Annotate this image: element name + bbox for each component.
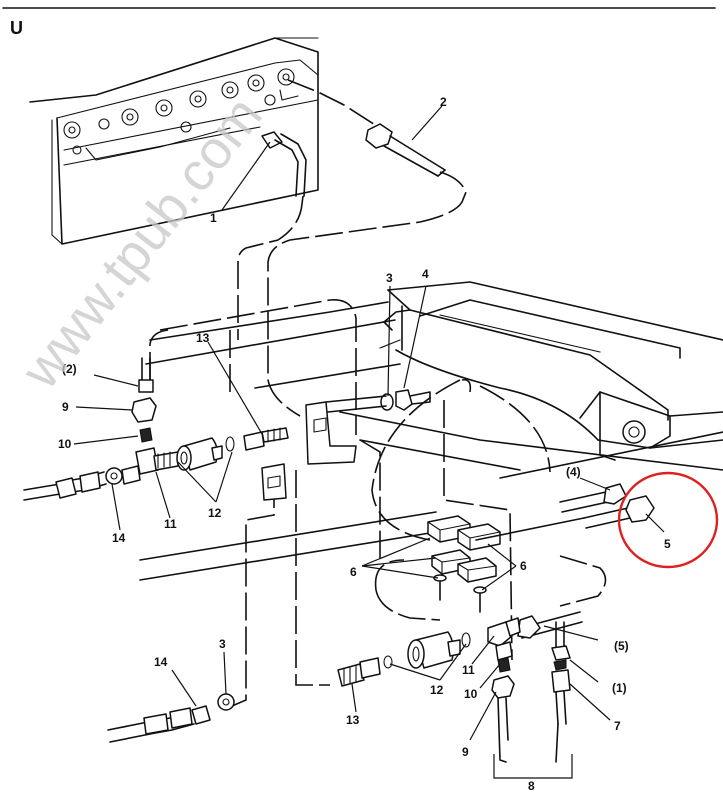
- lower-fittings: [107, 617, 573, 779]
- figure-corner-label: U: [10, 18, 23, 38]
- frame-rail: [379, 281, 723, 461]
- callout-10-lower: 10: [464, 687, 478, 701]
- engine-block: [29, 37, 319, 245]
- fitting-3-4-upper: [325, 389, 431, 413]
- callout-14-upper: 14: [112, 531, 126, 545]
- callout-4: 4: [422, 267, 429, 281]
- callout-labels: 1 2 3 4 (2) 9 10 14 11 13 12 (4) 5 6 6 (…: [58, 95, 671, 792]
- callout-14-lower: 14: [154, 655, 168, 669]
- callout-1-paren: (1): [612, 681, 627, 695]
- clamp-blocks-6: [427, 515, 501, 613]
- tubes-4-5: [475, 483, 655, 639]
- line-routing: [149, 79, 513, 707]
- watermark-text: www.tpub.com: [10, 86, 274, 400]
- callout-5: 5: [664, 537, 671, 551]
- callout-12-upper: 12: [208, 506, 222, 520]
- callout-12-lower: 12: [430, 683, 444, 697]
- callout-4-paren: (4): [566, 465, 581, 479]
- callout-11-lower: 11: [462, 663, 475, 677]
- callout-6-left: 6: [350, 565, 357, 579]
- mount-bracket: [261, 401, 357, 501]
- callout-3-upper: 3: [386, 271, 393, 285]
- callout-2-paren: (2): [62, 362, 77, 376]
- elbow-fitting-1: [261, 131, 307, 197]
- highlight-circle-item-5: [617, 471, 719, 569]
- dashed-loops: [371, 379, 607, 621]
- callout-1: 1: [210, 211, 217, 225]
- callout-13-upper: 13: [196, 331, 210, 345]
- callout-8: 8: [528, 779, 535, 792]
- left-fittings-upper: [23, 357, 289, 501]
- callout-9-upper: 9: [62, 400, 69, 414]
- callout-5-paren: (5): [614, 639, 629, 653]
- callout-9-lower: 9: [462, 745, 469, 759]
- callout-3-lower: 3: [219, 637, 226, 651]
- callout-7: 7: [614, 719, 621, 733]
- callout-13-lower: 13: [346, 713, 360, 727]
- callout-2: 2: [440, 95, 447, 109]
- callout-10-upper: 10: [58, 437, 72, 451]
- callout-6-right: 6: [520, 559, 527, 573]
- callout-11-upper: 11: [164, 517, 177, 531]
- line-2: [365, 123, 446, 177]
- leader-lines: [73, 105, 665, 741]
